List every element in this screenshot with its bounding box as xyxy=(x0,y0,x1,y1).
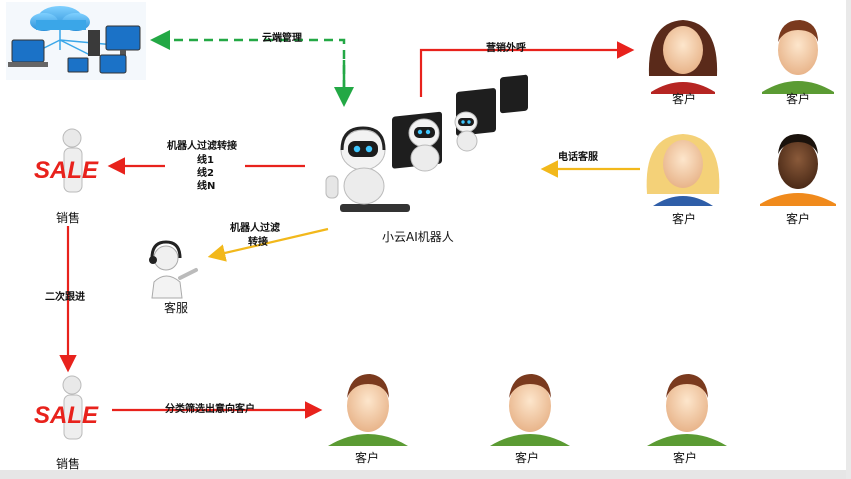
customer-avatar-icon xyxy=(762,20,834,94)
customer-avatar-icon xyxy=(647,374,727,446)
sales-bottom-label: 销售 xyxy=(56,457,81,471)
sale-sign-bottom: SALE xyxy=(34,402,99,429)
right-border xyxy=(846,0,851,479)
transfer-line-1: 线1 xyxy=(197,155,214,166)
classify-select-label: 分类筛选出意向客户 xyxy=(165,404,255,415)
cloud-network-icon xyxy=(6,2,146,80)
marketing-call-label: 营销外呼 xyxy=(486,43,526,54)
customer-label: 客户 xyxy=(786,92,811,106)
transfer-line-n: 线N xyxy=(197,181,216,192)
second-followup-label: 二次跟进 xyxy=(45,292,85,303)
customer-label: 客户 xyxy=(672,212,697,226)
service-label: 客服 xyxy=(164,301,189,315)
bottom-bar xyxy=(0,470,851,479)
sale-person-icon: SALE xyxy=(34,375,99,440)
transfer-service-label-1: 机器人过滤 xyxy=(230,223,280,234)
sale-sign-top: SALE xyxy=(34,157,99,184)
customer-avatar-icon xyxy=(328,374,408,446)
sales-top-label: 销售 xyxy=(56,211,81,225)
customer-avatar-icon xyxy=(490,374,570,446)
sale-person-icon: SALE xyxy=(34,128,99,193)
transfer-to-service-arrow xyxy=(207,227,329,262)
marketing-call-arrow xyxy=(419,41,635,97)
customer-avatar-icon xyxy=(760,134,836,206)
customer-label: 客户 xyxy=(515,451,540,465)
transfer-lines-label-title: 机器人过滤转接 xyxy=(167,141,237,152)
transfer-line-2: 线2 xyxy=(197,168,214,179)
phone-service-label: 电话客服 xyxy=(558,152,598,163)
customer-label: 客户 xyxy=(355,451,380,465)
customer-avatar-icon xyxy=(646,134,720,206)
cloud-manage-label: 云端管理 xyxy=(262,33,302,44)
robot-icon xyxy=(325,74,528,212)
customer-label: 客户 xyxy=(673,451,698,465)
customer-label: 客户 xyxy=(786,212,811,226)
customer-avatar-icon xyxy=(648,20,718,94)
robot-center-label: 小云AI机器人 xyxy=(382,230,454,244)
service-agent-icon xyxy=(149,240,198,299)
transfer-service-label-2: 转接 xyxy=(248,237,268,248)
customer-label: 客户 xyxy=(672,92,697,106)
